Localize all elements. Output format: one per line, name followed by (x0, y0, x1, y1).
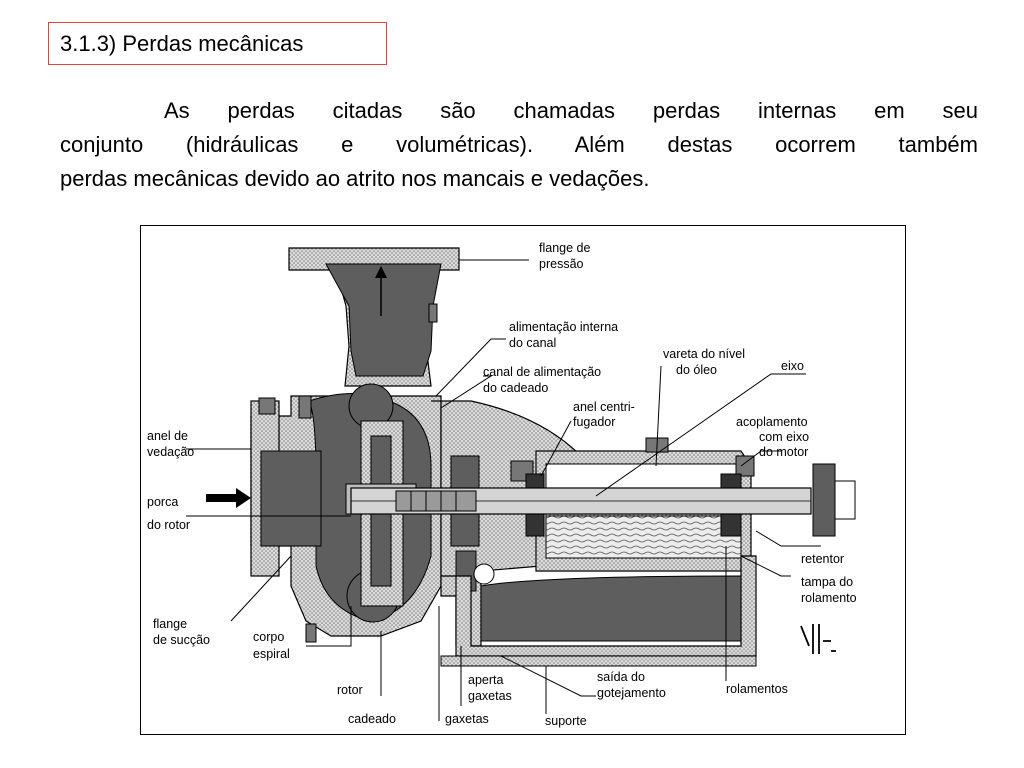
label-tampa-rolamento-2: rolamento (801, 591, 857, 605)
discharge-flange (288, 247, 460, 387)
label-acoplamento-3: do motor (759, 445, 808, 459)
label-canal-alimentacao-2: do cadeado (483, 381, 548, 395)
label-canal-alimentacao-1: canal de alimentação (483, 365, 601, 379)
label-anel-centrifugador-2: fugador (573, 415, 615, 429)
label-corpo-espiral-2: espiral (253, 647, 290, 661)
label-porca-rotor-1: porca (147, 495, 178, 509)
label-porca-rotor-2: do rotor (147, 518, 190, 532)
label-aperta-gaxetas-2: gaxetas (468, 689, 512, 703)
label-alimentacao-interna-1: alimentação interna (509, 320, 618, 334)
pump-diagram: flange de pressão alimentação interna do… (147, 241, 857, 728)
pump-cross-section-figure: flange de pressão alimentação interna do… (140, 225, 906, 735)
label-flange-succao-1: flange (153, 617, 187, 631)
heading-box (48, 22, 387, 65)
label-eixo: eixo (781, 359, 804, 373)
label-rolamentos: rolamentos (726, 682, 788, 696)
label-corpo-espiral-1: corpo (253, 630, 284, 644)
label-flange-succao-2: de sucção (153, 633, 210, 647)
label-vareta-2: do óleo (676, 363, 717, 377)
paragraph-line-2: conjunto (hidráulicas e volumétricas). A… (60, 132, 978, 157)
leader-lines (186, 259, 821, 721)
artist-signature (800, 624, 836, 654)
label-anel-vedacao-2: vedação (147, 445, 194, 459)
label-acoplamento-1: acoplamento (736, 415, 808, 429)
paragraph-line-1: As perdas citadas são chamadas perdas in… (164, 98, 978, 123)
label-gaxetas: gaxetas (445, 712, 489, 726)
coupling (812, 463, 856, 537)
label-anel-vedacao-1: anel de (147, 429, 188, 443)
label-aperta-gaxetas-1: aperta (468, 673, 503, 687)
paragraph-line-3: perdas mecânicas devido ao atrito nos ma… (60, 166, 650, 191)
label-flange-pressao-2: pressão (539, 257, 584, 271)
heading: 3.1.3) Perdas mecânicas (60, 31, 304, 56)
label-cadeado: cadeado (348, 712, 396, 726)
label-vareta-1: vareta do nível (663, 347, 745, 361)
label-saida-gotejamento-1: saída do (597, 670, 645, 684)
label-rotor: rotor (337, 683, 363, 697)
paragraph: As perdas citadas são chamadas perdas in… (60, 94, 978, 196)
label-flange-pressao-1: flange de (539, 241, 590, 255)
support (440, 555, 757, 667)
label-anel-centrifugador-1: anel centri- (573, 400, 635, 414)
label-retentor: retentor (801, 552, 844, 566)
label-tampa-rolamento-1: tampa do (801, 575, 853, 589)
suction-flange (250, 397, 322, 577)
label-suporte: suporte (545, 714, 587, 728)
label-saida-gotejamento-2: gotejamento (597, 686, 666, 700)
porca-arrow (206, 488, 251, 508)
label-acoplamento-2: com eixo (759, 430, 809, 444)
shaft (350, 487, 812, 515)
label-alimentacao-interna-2: do canal (509, 336, 556, 350)
